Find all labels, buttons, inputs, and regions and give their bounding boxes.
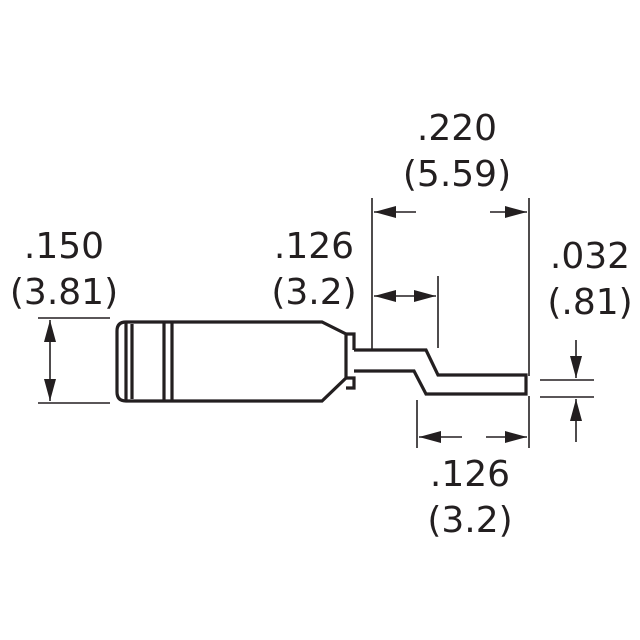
pin-thickness-mm: (.81): [547, 282, 632, 323]
body-height-mm: (3.81): [10, 272, 118, 313]
arrowhead: [419, 431, 441, 443]
foot-length-mm: (3.2): [427, 500, 512, 541]
pin-thickness-inch: .032: [550, 236, 630, 277]
extension-lines: [38, 198, 594, 448]
arrowhead: [414, 290, 436, 302]
arrowhead: [44, 379, 56, 401]
arrowhead: [505, 206, 527, 218]
pin-lead: [354, 348, 528, 396]
arrowhead: [374, 290, 396, 302]
arrowhead: [505, 431, 527, 443]
arrowhead: [374, 206, 396, 218]
overall-length-inch: .220: [417, 108, 497, 149]
arrowhead: [44, 320, 56, 342]
body-height-inch: .150: [24, 226, 104, 267]
dimension-lines: [44, 206, 582, 443]
arrowhead: [570, 399, 582, 421]
component-body: [115, 320, 356, 403]
pin-offset-inch: .126: [274, 226, 354, 267]
arrowhead: [570, 356, 582, 378]
foot-length-inch: .126: [430, 454, 510, 495]
pin-offset-mm: (3.2): [271, 272, 356, 313]
body-tip: [346, 332, 356, 390]
overall-length-mm: (5.59): [403, 154, 511, 195]
body-outline: [115, 320, 348, 403]
pin-outline: [354, 348, 528, 396]
dimension-labels: .220 (5.59) .150 (3.81) .126 (3.2) .032 …: [10, 108, 633, 541]
